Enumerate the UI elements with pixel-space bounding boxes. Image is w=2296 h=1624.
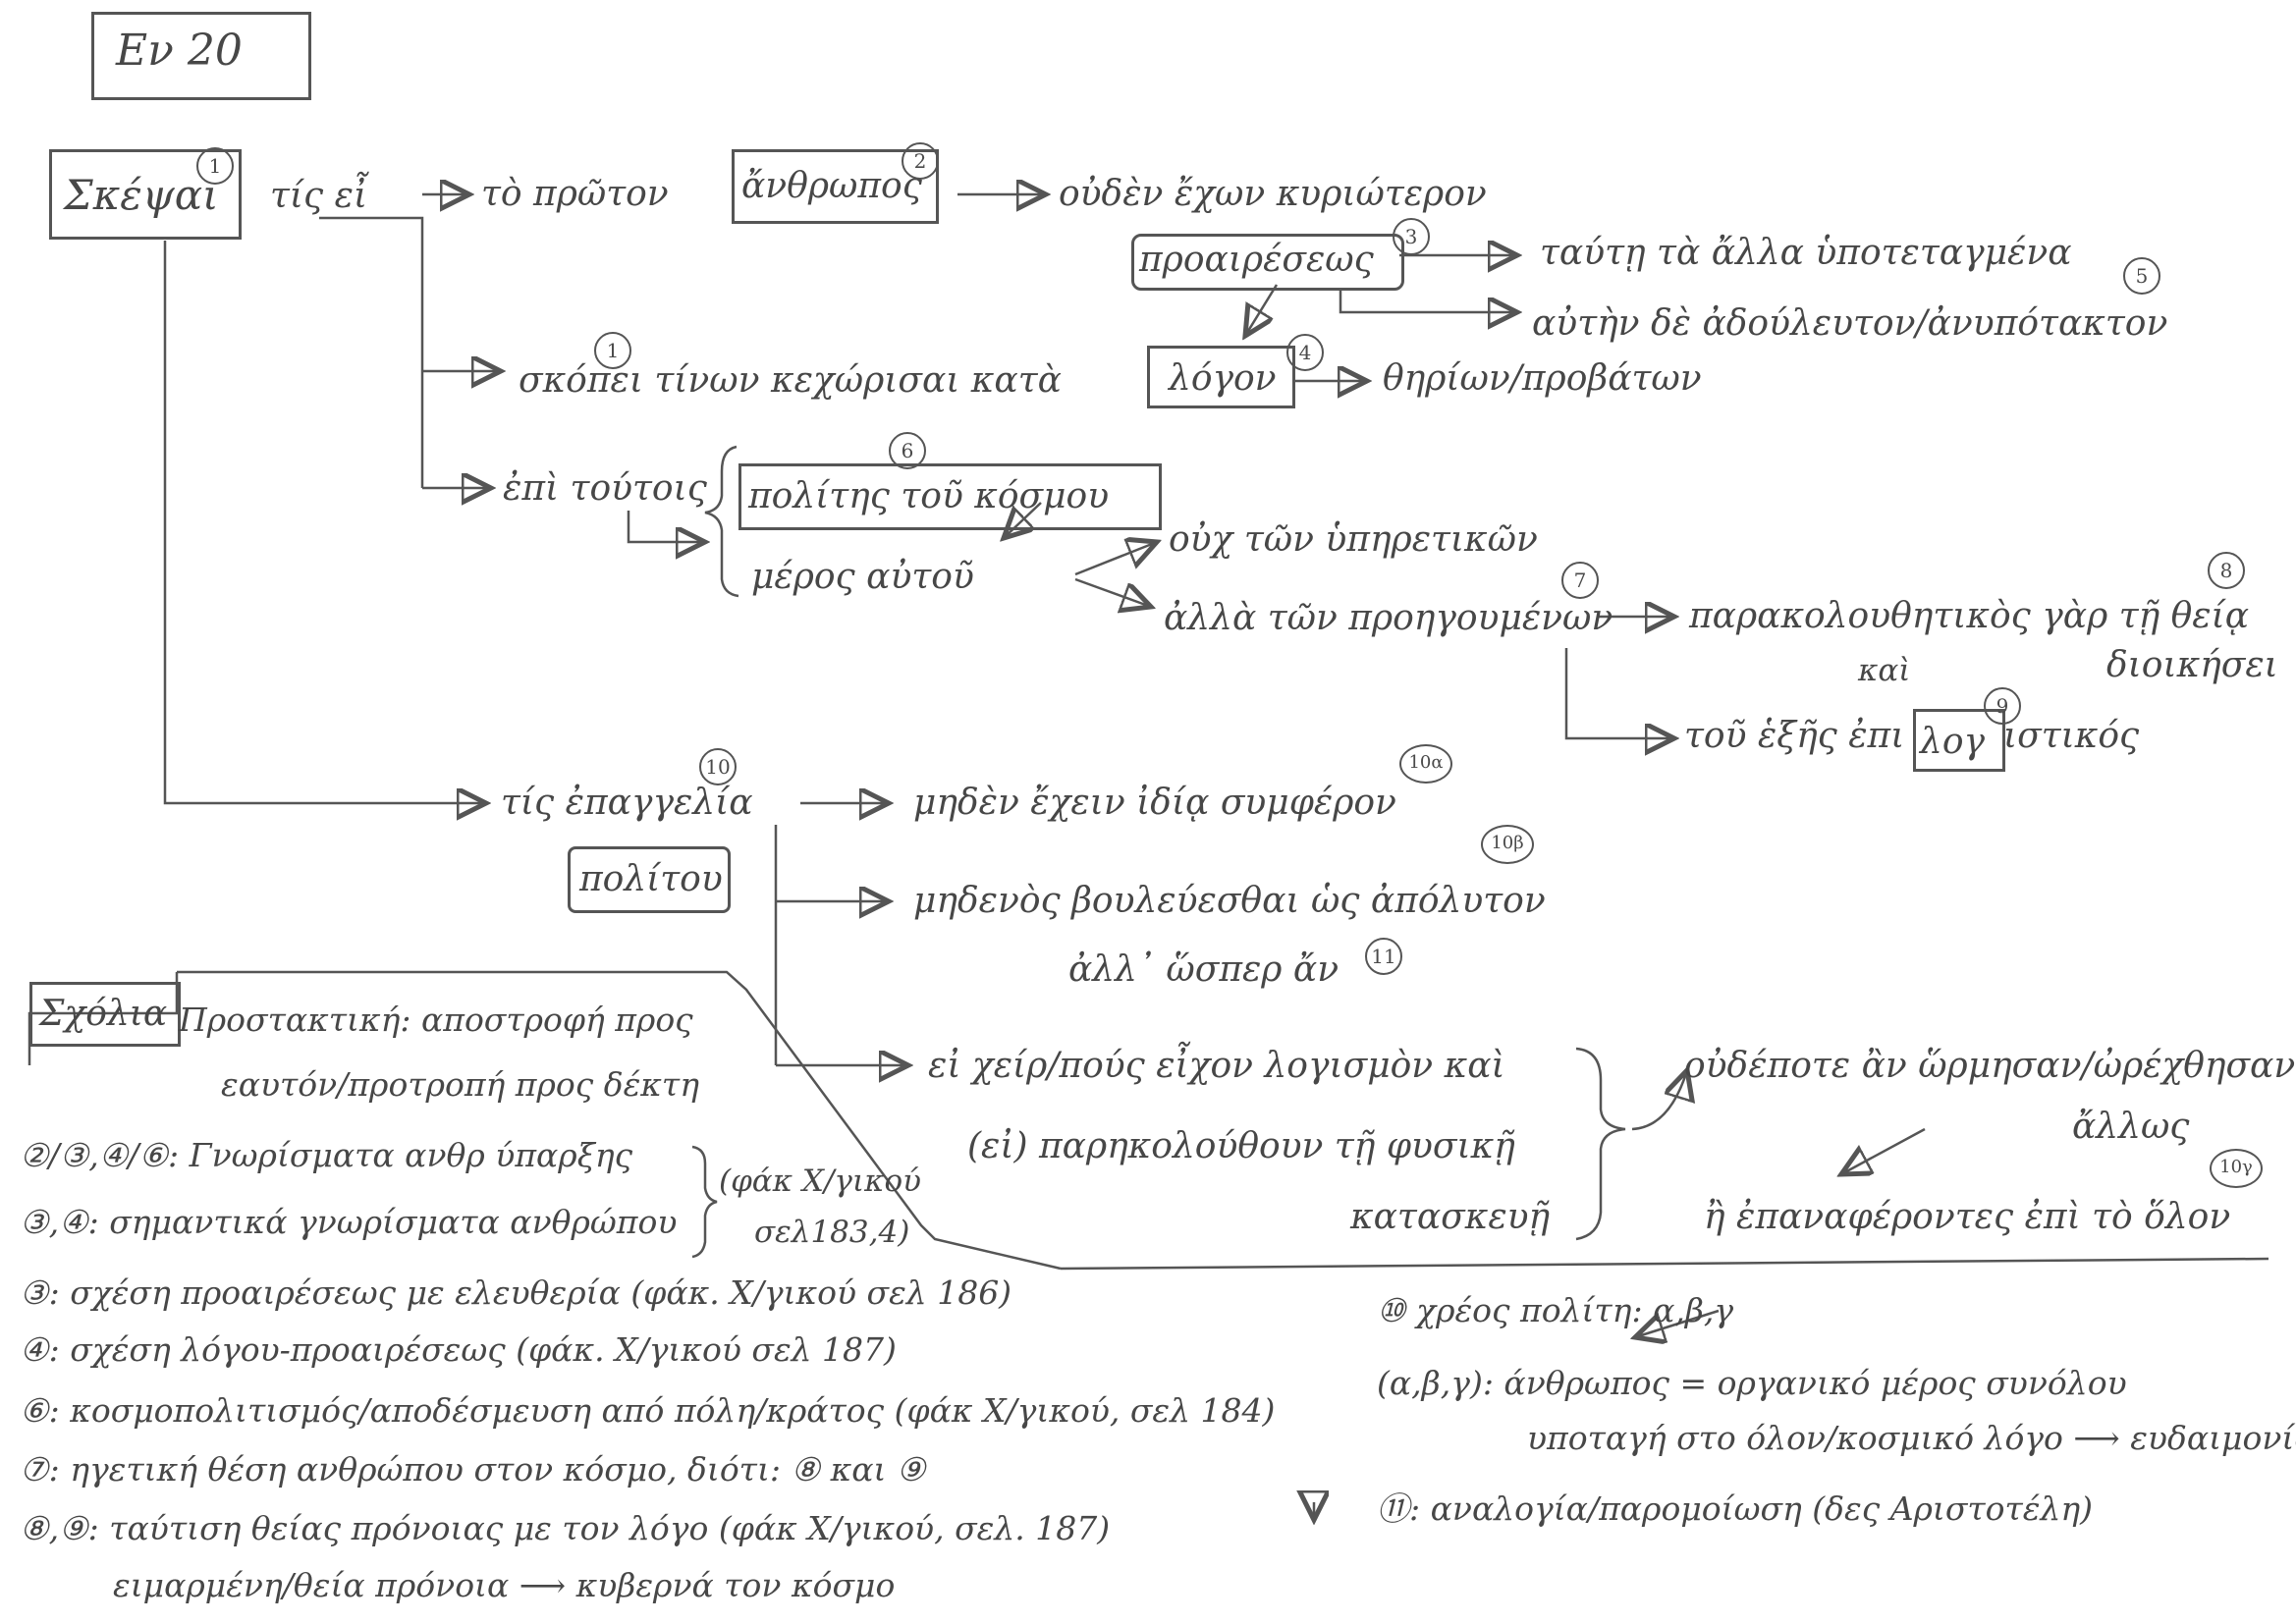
badge-10: 10 [699, 748, 737, 785]
note-r2b: υποταγή στο όλον/κοσμικό λόγο ⟶ ευδαιμον… [1527, 1419, 2296, 1457]
badge-5: 5 [2123, 257, 2160, 295]
node-ouch: οὐχ τῶν ὑπηρετικῶν [1169, 519, 1538, 560]
node-logi: λογ [1920, 722, 1986, 762]
node-all-osper: ἀλλ᾽ ὥσπερ ἄν [1068, 949, 1339, 990]
page-title: Εν 20 [116, 26, 243, 76]
node-oudepote: οὐδέποτε ἂν ὥρμησαν/ὠρέχθησαν [1684, 1046, 2296, 1086]
node-tis-ei: τίς εἶ [270, 176, 368, 216]
node-tauti: ταύτῃ τὰ ἄλλα ὑποτεταγμένα [1540, 233, 2072, 273]
separator-line [1060, 1257, 2269, 1271]
node-anthropos: ἄνθρωπος [741, 166, 922, 206]
note-7b: ειμαρμένη/θεία πρόνοια ⟶ κυβερνά τον κόσ… [113, 1566, 896, 1604]
badge-2: 2 [902, 142, 939, 180]
note-7a: ⑧,⑨: ταύτιση θείας πρόνοιας με τον λόγο … [20, 1509, 1111, 1547]
node-proton: τὸ πρῶτον [481, 174, 669, 214]
note-5: ⑥: κοσμοπολιτισμός/αποδέσμευση από πόλη/… [20, 1391, 1276, 1430]
title-box [91, 12, 311, 100]
node-alla: ἀλλὰ τῶν προηγουμένων [1164, 598, 1613, 638]
root-box [49, 149, 242, 240]
badge-8: 8 [2208, 552, 2245, 589]
anthropos-box [732, 149, 939, 224]
politis-box [738, 463, 1162, 530]
badge-9: 9 [1984, 687, 2021, 725]
note-r2a: (α,β,γ): άνθρωπος = οργανικό μέρος συνόλ… [1377, 1364, 2127, 1402]
node-ei-par: (εἰ) παρηκολούθουν τῇ φυσικῇ [967, 1126, 1515, 1166]
node-thirion: θηρίων/προβάτων [1383, 358, 1702, 399]
note-2a: ②/③,④/⑥: Γνωρίσματα ανθρ ύπαρξης [20, 1136, 633, 1174]
logon-box [1147, 346, 1295, 408]
node-parako: παρακολουθητικὸς γὰρ τῇ θείᾳ [1689, 596, 2250, 636]
node-logon: λόγον [1169, 358, 1277, 399]
node-midenos: μηδενὸς βουλεύεσθαι ὡς ἀπόλυτον [913, 881, 1546, 921]
note-4: ④: σχέση λόγου-προαιρέσεως (φάκ. Χ/γικού… [20, 1330, 897, 1369]
badge-4: 4 [1286, 334, 1324, 371]
badge-3: 3 [1393, 218, 1430, 255]
node-skopei: σκόπει τίνων κεχώρισαι κατὰ [519, 360, 1062, 401]
politou-box [568, 846, 731, 913]
note-2c: (φάκ Χ/γικού [719, 1164, 921, 1199]
note-2d: σελ183,4) [754, 1215, 910, 1250]
proairesis-box [1131, 234, 1404, 291]
node-kai: καὶ [1858, 653, 1911, 688]
node-autin: αὐτὴν δὲ ἀδούλευτον/ἀνυπότακτον [1532, 303, 2168, 344]
node-root: Σκέψαι [64, 171, 219, 219]
badge-11: 11 [1365, 938, 1402, 975]
note-6: ⑦: ηγετική θέση ανθρώπου στον κόσμο, διό… [20, 1450, 926, 1489]
node-meros: μέρος αὐτοῦ [751, 557, 974, 597]
node-kataskevi: κατασκευῇ [1350, 1197, 1551, 1237]
node-allos: ἄλλως [2072, 1107, 2190, 1147]
badge-10g: 10γ [2210, 1149, 2263, 1188]
node-miden-exein: μηδὲν ἔχειν ἰδίᾳ συμφέρον [913, 783, 1396, 823]
badge-10a: 10α [1399, 744, 1452, 784]
note-1b: εαυτόν/προτροπή προς δέκτη [221, 1065, 699, 1104]
node-proairesis: προαιρέσεως [1139, 240, 1374, 280]
badge-1b: 1 [594, 332, 631, 369]
note-r3: ⑪: αναλογία/παρομοίωση (δες Αριστοτέλη) [1377, 1489, 2094, 1528]
root-trunk [163, 241, 486, 803]
note-1a: Προστακτική: αποστροφή προς [179, 1001, 693, 1039]
node-stikos: ιστικός [2003, 716, 2140, 756]
node-politou: πολίτου [579, 859, 723, 899]
note-3: ③: σχέση προαιρέσεως με ελευθερία (φάκ. … [20, 1273, 1012, 1312]
node-epi: ἐπὶ τούτοις [503, 468, 707, 509]
notes-title: Σχόλια [39, 994, 168, 1034]
node-epangelia: τίς ἐπαγγελία [501, 783, 753, 823]
node-ei-xeir: εἰ χείρ/πούς εἶχον λογισμὸν καὶ [928, 1046, 1505, 1086]
node-i-epan: ἢ ἐπαναφέροντες ἐπὶ τὸ ὅλον [1704, 1197, 2231, 1237]
node-ouden: οὐδὲν ἔχων κυριώτερον [1059, 174, 1487, 214]
badge-1: 1 [196, 147, 234, 185]
badge-10b: 10β [1481, 825, 1534, 864]
badge-7: 7 [1561, 562, 1599, 599]
node-politis: πολίτης τοῦ κόσμου [748, 476, 1110, 516]
node-dioikisei: διοικήσει [2106, 645, 2278, 685]
note-r1: ⑩ χρέος πολίτη: α,β,γ [1377, 1291, 1734, 1329]
badge-6: 6 [889, 432, 926, 469]
logi-box [1913, 709, 2005, 772]
node-tou: τοῦ ἑξῆς ἐπι [1684, 716, 1905, 756]
notes-title-box [29, 982, 181, 1047]
note-2b: ③,④: σημαντικά γνωρίσματα ανθρώπου [20, 1203, 678, 1241]
